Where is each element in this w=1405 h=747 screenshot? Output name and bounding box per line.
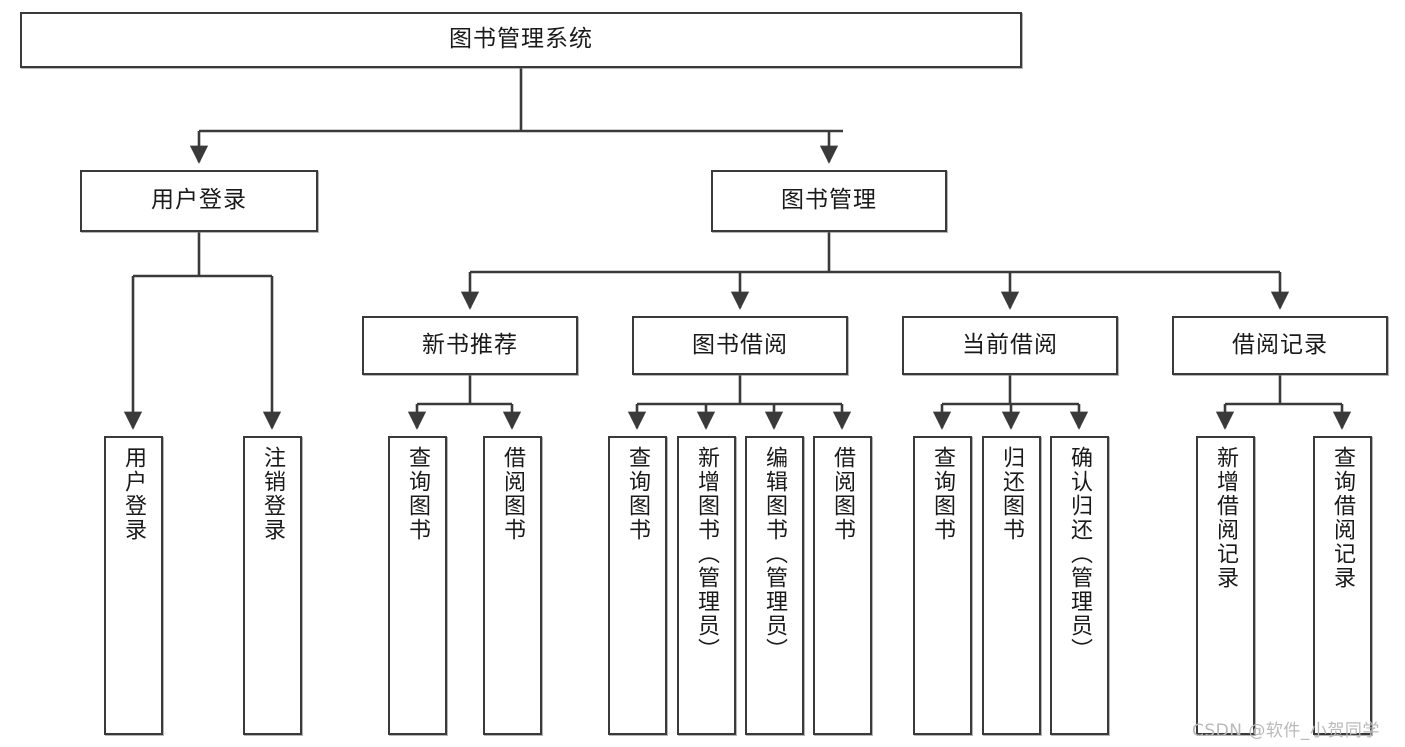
node-book-borrow[interactable]: 图书借阅 bbox=[632, 316, 848, 375]
leaf-borrow-book-label: 借阅图书 bbox=[830, 446, 856, 542]
leaf-borrow-book[interactable]: 借阅图书 bbox=[813, 436, 872, 735]
node-user-login-label: 用户登录 bbox=[151, 187, 247, 214]
leaf-query-book-borrow-label: 查询图书 bbox=[625, 446, 651, 542]
leaf-query-borrow-record-label: 查询借阅记录 bbox=[1330, 446, 1356, 590]
leaf-query-borrow-record[interactable]: 查询借阅记录 bbox=[1313, 436, 1372, 735]
leaf-borrow-book-newbook[interactable]: 借阅图书 bbox=[483, 436, 542, 735]
leaf-add-borrow-record-label: 新增借阅记录 bbox=[1213, 446, 1239, 590]
leaf-logout[interactable]: 注销登录 bbox=[243, 436, 302, 735]
node-borrow-records[interactable]: 借阅记录 bbox=[1172, 316, 1388, 375]
leaf-edit-book-admin-label: 编辑图书（管理员） bbox=[762, 446, 788, 662]
leaf-return-book-label: 归还图书 bbox=[999, 446, 1025, 542]
leaf-edit-book-admin[interactable]: 编辑图书（管理员） bbox=[745, 436, 804, 735]
leaf-add-borrow-record[interactable]: 新增借阅记录 bbox=[1196, 436, 1255, 735]
node-book-management[interactable]: 图书管理 bbox=[711, 170, 947, 232]
leaf-user-login[interactable]: 用户登录 bbox=[104, 436, 163, 735]
leaf-confirm-return-admin-label: 确认归还（管理员） bbox=[1067, 446, 1093, 662]
leaf-query-book-newbook[interactable]: 查询图书 bbox=[388, 436, 447, 735]
node-borrow-records-label: 借阅记录 bbox=[1232, 331, 1328, 358]
leaf-query-book-borrow[interactable]: 查询图书 bbox=[608, 436, 667, 735]
leaf-confirm-return-admin[interactable]: 确认归还（管理员） bbox=[1050, 436, 1109, 735]
node-current-borrow-label: 当前借阅 bbox=[962, 331, 1058, 358]
leaf-borrow-book-newbook-label: 借阅图书 bbox=[500, 446, 526, 542]
leaf-logout-label: 注销登录 bbox=[260, 446, 286, 542]
leaf-add-book-admin[interactable]: 新增图书（管理员） bbox=[677, 436, 736, 735]
leaf-add-book-admin-label: 新增图书（管理员） bbox=[694, 446, 720, 662]
node-book-management-label: 图书管理 bbox=[781, 187, 877, 214]
node-new-book-recommend-label: 新书推荐 bbox=[422, 331, 518, 358]
leaf-query-book-current-label: 查询图书 bbox=[930, 446, 956, 542]
node-root[interactable]: 图书管理系统 bbox=[20, 12, 1022, 68]
node-book-borrow-label: 图书借阅 bbox=[692, 331, 788, 358]
csdn-watermark: CSDN @软件_小贺同学 bbox=[1192, 721, 1380, 741]
node-user-login[interactable]: 用户登录 bbox=[80, 170, 318, 232]
node-root-label: 图书管理系统 bbox=[449, 26, 593, 53]
leaf-return-book[interactable]: 归还图书 bbox=[982, 436, 1041, 735]
leaf-query-book-current[interactable]: 查询图书 bbox=[913, 436, 972, 735]
node-new-book-recommend[interactable]: 新书推荐 bbox=[362, 316, 578, 375]
node-current-borrow[interactable]: 当前借阅 bbox=[902, 316, 1118, 375]
leaf-query-book-newbook-label: 查询图书 bbox=[405, 446, 431, 542]
leaf-user-login-label: 用户登录 bbox=[121, 446, 147, 542]
